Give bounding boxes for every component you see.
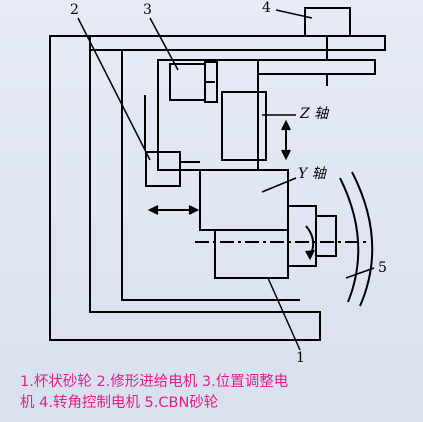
label-1: 1 xyxy=(296,350,305,366)
caption-line-1: 1.杯状砂轮 2.修形进给电机 3.位置调整电 xyxy=(20,374,289,390)
label-3: 3 xyxy=(143,2,152,18)
label-4: 4 xyxy=(262,0,271,16)
inner-housing xyxy=(157,59,259,171)
z-slide xyxy=(221,91,267,161)
top-beam xyxy=(89,35,386,51)
inner-frame xyxy=(121,50,300,301)
y-slide xyxy=(199,169,289,231)
motor-4 xyxy=(304,7,351,37)
label-5: 5 xyxy=(378,260,387,276)
caption-line-2: 机 4.转角控制电机 5.CBN砂轮 xyxy=(20,395,219,411)
motor-2 xyxy=(145,151,181,187)
motor-3 xyxy=(169,63,206,101)
leader-2 xyxy=(77,17,151,161)
label-2: 2 xyxy=(70,2,79,18)
leader-4 xyxy=(275,9,313,19)
leader-1 xyxy=(267,277,301,351)
right-beam xyxy=(257,59,376,75)
leader-3 xyxy=(149,17,179,71)
figure-caption: 1.杯状砂轮 2.修形进给电机 3.位置调整电 机 4.转角控制电机 5.CBN… xyxy=(20,372,420,414)
outer-frame xyxy=(49,35,321,341)
machine-diagram: 2 3 4 5 1 Z 轴 Y 轴 xyxy=(49,0,387,366)
label-y-axis: Y 轴 xyxy=(298,166,328,182)
cbn-wheel xyxy=(339,177,360,303)
label-z-axis: Z 轴 xyxy=(299,106,330,122)
leader-5 xyxy=(345,267,375,279)
